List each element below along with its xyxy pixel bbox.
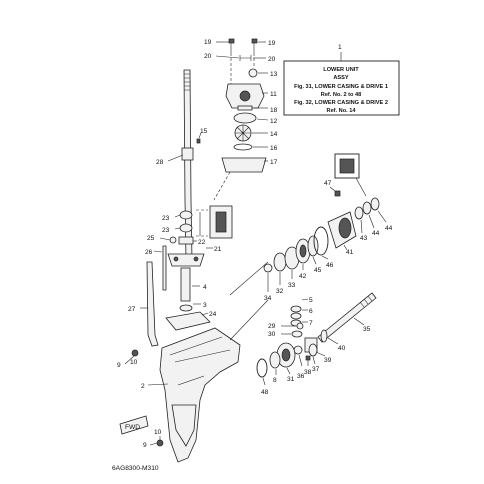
callout-9-lower: 9 xyxy=(143,442,147,449)
callout-23-top: 23 xyxy=(162,215,170,222)
callout-7: 7 xyxy=(309,320,313,327)
callout-47: 47 xyxy=(324,180,332,187)
propeller-shaft-group: 34 32 33 42 45 46 41 47 xyxy=(256,153,393,396)
title-line-6: Ref. No. 14 xyxy=(327,108,357,114)
impeller xyxy=(234,124,252,142)
water-tube-grommet-set: 25 22 21 26 xyxy=(145,235,222,291)
callout-10-upper: 10 xyxy=(130,359,138,366)
callout-6: 6 xyxy=(309,308,313,315)
title-line-1: LOWER UNIT xyxy=(323,67,359,73)
callout-8: 8 xyxy=(273,377,277,384)
lower-casing: 2 9 10 9 10 FWD 6AG8300-M310 xyxy=(112,327,241,472)
callout-40: 40 xyxy=(338,345,346,352)
callout-44-right: 44 xyxy=(385,225,393,232)
callout-38: 38 xyxy=(304,369,312,376)
callout-24: 24 xyxy=(209,311,217,318)
callout-46: 46 xyxy=(326,262,334,269)
water-pump-assembly: 19 19 20 20 13 11 18 12 14 16 xyxy=(196,38,278,201)
callout-28: 28 xyxy=(156,159,164,166)
callout-10-lower: 10 xyxy=(154,429,162,436)
callout-45: 45 xyxy=(314,267,322,274)
callout-25: 25 xyxy=(147,235,155,242)
callout-34: 34 xyxy=(264,295,272,302)
shift-rod: 27 xyxy=(128,261,159,347)
callout-3: 3 xyxy=(203,302,207,309)
callout-19-left: 19 xyxy=(204,39,212,46)
title-line-2: ASSY xyxy=(333,75,349,81)
water-tube: 4 3 24 xyxy=(165,267,217,331)
callout-48: 48 xyxy=(261,389,269,396)
callout-26: 26 xyxy=(145,249,153,256)
callout-11: 11 xyxy=(270,91,277,98)
callout-37: 37 xyxy=(312,366,320,373)
callout-36: 36 xyxy=(297,373,305,380)
title-line-5: Fig. 32, LOWER CASING & DRIVE 2 xyxy=(294,100,388,106)
callout-1: 1 xyxy=(338,44,342,51)
callout-12: 12 xyxy=(270,118,278,125)
callout-9-upper: 9 xyxy=(117,362,121,369)
callout-4: 4 xyxy=(203,284,207,291)
fwd-tag: FWD xyxy=(125,424,140,431)
callout-2: 2 xyxy=(141,383,145,390)
callout-42: 42 xyxy=(299,273,307,280)
callout-13: 13 xyxy=(270,71,278,78)
title-box: 1 LOWER UNIT ASSY Fig. 31, LOWER CASING … xyxy=(283,44,400,116)
callout-22: 22 xyxy=(198,239,206,246)
callout-33: 33 xyxy=(288,282,296,289)
callout-41: 41 xyxy=(346,249,354,256)
callout-44-left: 44 xyxy=(372,230,380,237)
propeller-shaft-bracket xyxy=(229,261,269,341)
callout-43: 43 xyxy=(360,235,368,242)
callout-32: 32 xyxy=(276,288,284,295)
title-line-3: Fig. 31, LOWER CASING & DRIVE 1 xyxy=(294,84,388,90)
title-line-4: Ref. No. 2 to 48 xyxy=(321,92,361,98)
shaft-seals: 23 23 xyxy=(162,205,233,239)
callout-14: 14 xyxy=(270,131,278,138)
callout-31: 31 xyxy=(287,376,295,383)
callout-19-right: 19 xyxy=(268,40,276,47)
callout-17: 17 xyxy=(270,159,278,166)
callout-15: 15 xyxy=(200,128,208,135)
title-frame xyxy=(283,60,400,116)
callout-20-right: 20 xyxy=(268,56,276,63)
callout-29: 29 xyxy=(268,323,276,330)
callout-20-left: 20 xyxy=(204,53,212,60)
callout-5: 5 xyxy=(309,297,313,304)
callout-39: 39 xyxy=(324,357,332,364)
callout-30: 30 xyxy=(268,331,276,338)
callout-27: 27 xyxy=(128,306,136,313)
callout-18: 18 xyxy=(270,107,278,114)
callout-35: 35 xyxy=(363,326,371,333)
diagram-code: 6AG8300-M310 xyxy=(112,465,159,472)
callout-23-bottom: 23 xyxy=(162,227,170,234)
callout-16: 16 xyxy=(270,145,278,152)
callout-21: 21 xyxy=(214,246,222,253)
